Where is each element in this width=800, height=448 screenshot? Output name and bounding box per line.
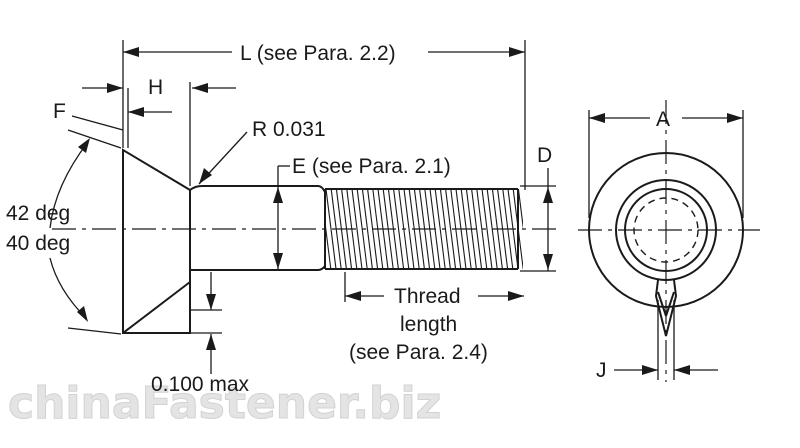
angle-upper-label: 42 deg: [6, 202, 70, 225]
thread-line: [486, 189, 498, 269]
thread-line: [497, 189, 509, 269]
thread-line: [335, 189, 347, 269]
thread-line: [450, 189, 462, 269]
head-lower-edge: [122, 281, 191, 334]
thread-line: [507, 189, 519, 269]
thread-line: [382, 189, 394, 269]
thread-line: [502, 189, 514, 269]
body-diameter-label: E (see Para. 2.1): [292, 155, 451, 178]
shank-top: [189, 185, 326, 193]
thread-pattern: [325, 189, 523, 269]
thread-line: [346, 189, 358, 269]
angle-lower-label: 40 deg: [6, 232, 70, 255]
thread-line: [367, 189, 379, 269]
thread-line: [393, 189, 405, 269]
thread-line: [351, 189, 363, 269]
thread-line: [424, 189, 436, 269]
thread-line: [356, 189, 368, 269]
thread-line: [341, 189, 353, 269]
side-view: L (see Para. 2.2) F H R 0.031 E (see Par…: [6, 40, 560, 396]
thread-line: [471, 189, 483, 269]
flat-label: F: [53, 100, 66, 123]
slot: [654, 279, 678, 337]
thread-line: [476, 189, 488, 269]
thread-line: [419, 189, 431, 269]
thread-line: [408, 189, 420, 269]
thread-line: [491, 189, 503, 269]
thread-length-label-2: length: [400, 313, 457, 336]
shank-circle: [615, 179, 717, 281]
shank-bottom: [190, 265, 326, 271]
thread-line: [398, 189, 410, 269]
thread-line: [377, 189, 389, 269]
thread-line: [325, 218, 332, 269]
thread-length-label-1: Thread: [394, 285, 461, 308]
end-view: A J: [578, 100, 760, 382]
head-height-label: H: [148, 76, 163, 99]
thread-line: [372, 189, 384, 269]
thread-line: [465, 189, 477, 269]
bolt-head: [122, 148, 191, 334]
thread-line: [517, 189, 523, 231]
thread-line: [330, 189, 342, 269]
thread-length-label-3: (see Para. 2.4): [349, 341, 488, 364]
thread-line: [445, 189, 457, 269]
thread-line: [481, 189, 493, 269]
thread-line: [434, 189, 446, 269]
slot-width-label: J: [596, 359, 607, 382]
thread-line: [460, 189, 472, 269]
max-gap-label: 0.100 max: [151, 373, 250, 396]
head-outline: [588, 152, 744, 308]
thread-line: [403, 189, 415, 269]
thread-line: [439, 189, 451, 269]
thread-line: [413, 189, 425, 269]
length-label: L (see Para. 2.2): [240, 42, 396, 65]
watermark: chinaFastener.biz: [8, 378, 441, 429]
radius-label: R 0.031: [252, 118, 326, 141]
thread-line: [361, 189, 373, 269]
thread-line: [455, 189, 467, 269]
thread-diameter-label: D: [537, 144, 552, 167]
thread-line: [512, 189, 523, 269]
thread-line: [429, 189, 441, 269]
thread-line: [325, 189, 337, 269]
thread-line: [387, 189, 399, 269]
thread-hidden-circle: [633, 197, 699, 263]
head-diameter-label: A: [656, 108, 670, 131]
